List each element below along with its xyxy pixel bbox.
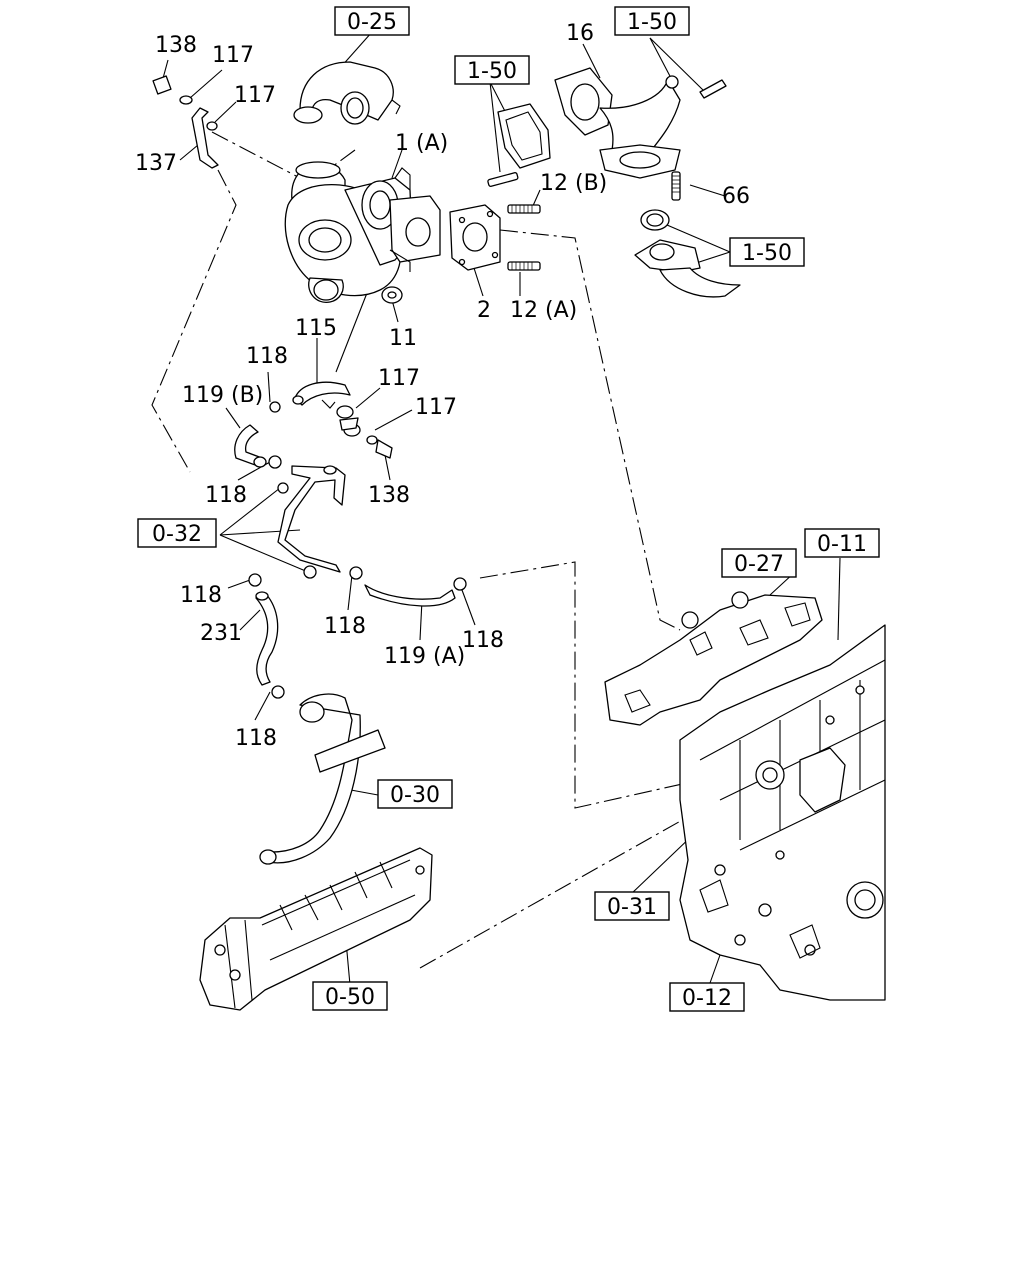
ref-0-11-text: 0-11	[817, 532, 867, 557]
callout-117-second: 117	[234, 83, 276, 108]
ref-1-50-top-right-text: 1-50	[627, 10, 677, 35]
callout-66: 66	[722, 184, 750, 209]
ref-0-27[interactable]: 0-27	[721, 548, 797, 578]
part-12-studs	[487, 172, 541, 271]
callout-117-top: 117	[212, 43, 254, 68]
ref-0-12[interactable]: 0-12	[669, 982, 745, 1012]
part-0-32-water-pipe	[277, 465, 346, 579]
ref-1-50-top-left-text: 1-50	[467, 59, 517, 84]
part-1a-turbocharger	[284, 161, 441, 303]
ref-0-32[interactable]: 0-32	[137, 518, 217, 548]
ref-1-50-right-text: 1-50	[742, 241, 792, 266]
callout-117-middle: 117	[378, 366, 420, 391]
part-119b-hose	[234, 424, 267, 468]
ref-1-50-top-right[interactable]: 1-50	[614, 6, 690, 36]
callout-137: 137	[135, 151, 177, 176]
ref-0-50-text: 0-50	[325, 985, 375, 1010]
ref-0-25-text: 0-25	[347, 10, 397, 35]
ref-0-32-text: 0-32	[152, 522, 202, 547]
callout-138-lower: 138	[368, 483, 410, 508]
callout-118-center: 118	[324, 614, 366, 639]
part-11-nut	[381, 286, 403, 304]
callout-115: 115	[295, 316, 337, 341]
reference-boxes: 0-25 1-50 1-50 1-50 0-32 0-27 0-11 0-30	[137, 6, 880, 1012]
part-engine-block	[679, 624, 886, 1001]
part-1-50-exhaust-flange	[634, 209, 741, 298]
part-2-gasket	[449, 204, 501, 271]
part-callouts: 138 117 117 137 1 (A) 16 12 (B) 66 2 12 …	[135, 21, 750, 751]
callout-11: 11	[389, 326, 417, 351]
callout-16: 16	[566, 21, 594, 46]
part-137-oil-pipe	[152, 75, 219, 169]
callout-118-upper: 118	[246, 344, 288, 369]
part-118-clips	[248, 401, 467, 699]
callout-2: 2	[477, 298, 491, 323]
callout-119a: 119 (A)	[384, 644, 465, 669]
part-66-stud	[671, 171, 681, 201]
callout-118-bottom: 118	[235, 726, 277, 751]
ref-0-31[interactable]: 0-31	[594, 891, 670, 921]
part-0-27-exhaust-manifold	[604, 591, 823, 726]
part-119a-hose	[364, 584, 456, 607]
callout-12a: 12 (A)	[510, 298, 577, 323]
part-117-banjo-fitting	[336, 405, 393, 459]
part-0-30-water-pipe	[259, 693, 386, 865]
ref-0-12-text: 0-12	[682, 986, 732, 1011]
ref-1-50-top-left[interactable]: 1-50	[454, 55, 530, 85]
ref-0-11[interactable]: 0-11	[804, 528, 880, 558]
ref-0-30-text: 0-30	[390, 783, 440, 808]
part-0-25-air-pipe	[293, 61, 401, 125]
ref-0-31-text: 0-31	[607, 895, 657, 920]
callout-117-lower: 117	[415, 395, 457, 420]
part-1-50-gasket	[497, 103, 551, 169]
callout-231: 231	[200, 621, 242, 646]
part-115-hose	[292, 381, 351, 409]
callout-118-mid-left: 118	[180, 583, 222, 608]
callout-119b: 119 (B)	[182, 383, 263, 408]
ref-0-30[interactable]: 0-30	[377, 779, 453, 809]
part-16-exhaust-elbow	[554, 67, 727, 179]
part-0-50-oil-cooler	[199, 847, 433, 1011]
callout-138-top: 138	[155, 33, 197, 58]
callout-12b: 12 (B)	[540, 171, 607, 196]
ref-0-25[interactable]: 0-25	[334, 6, 410, 36]
ref-0-27-text: 0-27	[734, 552, 784, 577]
ref-1-50-right[interactable]: 1-50	[729, 237, 805, 267]
part-231-hose	[255, 591, 279, 686]
callout-118-right: 118	[462, 628, 504, 653]
callout-118-left: 118	[205, 483, 247, 508]
ref-0-50[interactable]: 0-50	[312, 981, 388, 1011]
callout-1a: 1 (A)	[395, 131, 448, 156]
